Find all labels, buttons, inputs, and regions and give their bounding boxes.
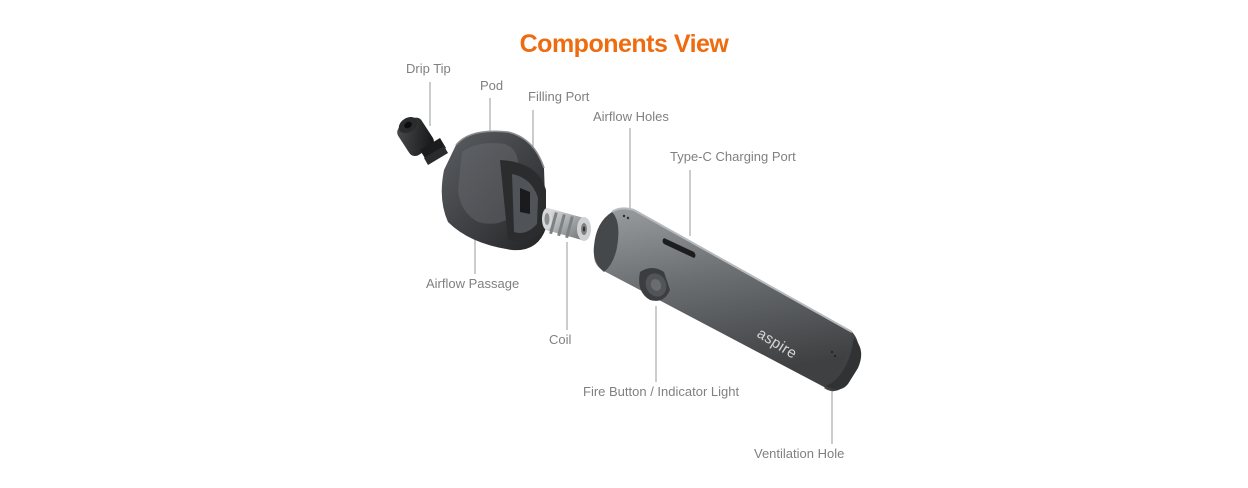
drip-tip-part (397, 116, 448, 165)
label-pod: Pod (480, 78, 504, 93)
diagram-title: Components View (519, 30, 729, 58)
type-c-port (662, 238, 696, 258)
coil-part (542, 208, 591, 241)
battery-body-part: aspire (593, 207, 862, 392)
label-drip-tip: Drip Tip (406, 61, 451, 76)
fire-button (639, 268, 670, 301)
label-coil: Coil (549, 332, 572, 347)
pod-part (441, 130, 546, 251)
label-airflow-holes: Airflow Holes (593, 109, 669, 124)
label-filling-port: Filling Port (528, 89, 590, 104)
label-airflow-passage: Airflow Passage (426, 276, 520, 291)
label-ventilation-hole: Ventilation Hole (754, 446, 845, 461)
label-type-c-charging-port: Type-C Charging Port (670, 149, 796, 164)
label-fire-button-indicator-light: Fire Button / Indicator Light (583, 384, 740, 399)
